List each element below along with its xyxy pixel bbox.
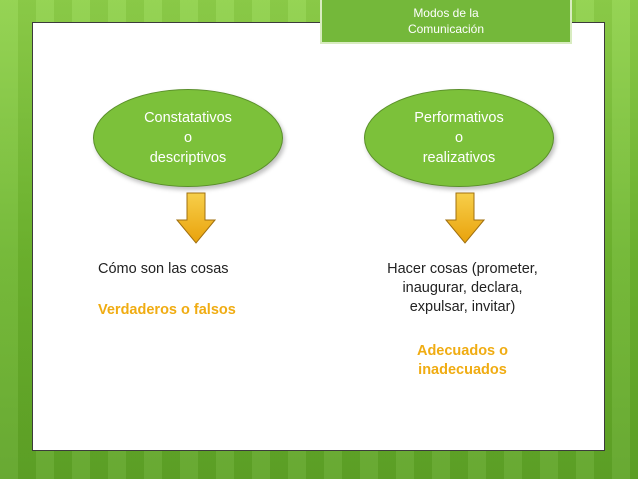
right-criterion-line: inadecuados [418, 362, 507, 378]
ellipse-constatativos: Constatativos o descriptivos [93, 89, 283, 187]
right-description-line: inaugurar, declara, [402, 280, 523, 296]
left-description: Cómo son las cosas [98, 261, 229, 277]
left-criterion: Verdaderos o falsos [98, 302, 236, 318]
down-arrow-right-icon [445, 192, 485, 244]
right-criterion-line: Adecuados o [416, 343, 509, 359]
slide-title: Modos de la Comunicación [320, 0, 572, 44]
content-panel [32, 22, 605, 451]
right-description: Hacer cosas (prometer, inaugurar, declar… [350, 260, 575, 317]
ellipse-performativos: Performativos o realizativos [364, 89, 554, 187]
down-arrow-left-icon [176, 192, 216, 244]
right-criterion: Adecuados o inadecuados [350, 342, 575, 380]
title-line-2: Comunicación [407, 22, 485, 36]
right-description-line: expulsar, invitar) [409, 299, 516, 315]
right-description-line: Hacer cosas (prometer, [387, 261, 538, 277]
title-line-1: Modos de la [413, 6, 479, 20]
